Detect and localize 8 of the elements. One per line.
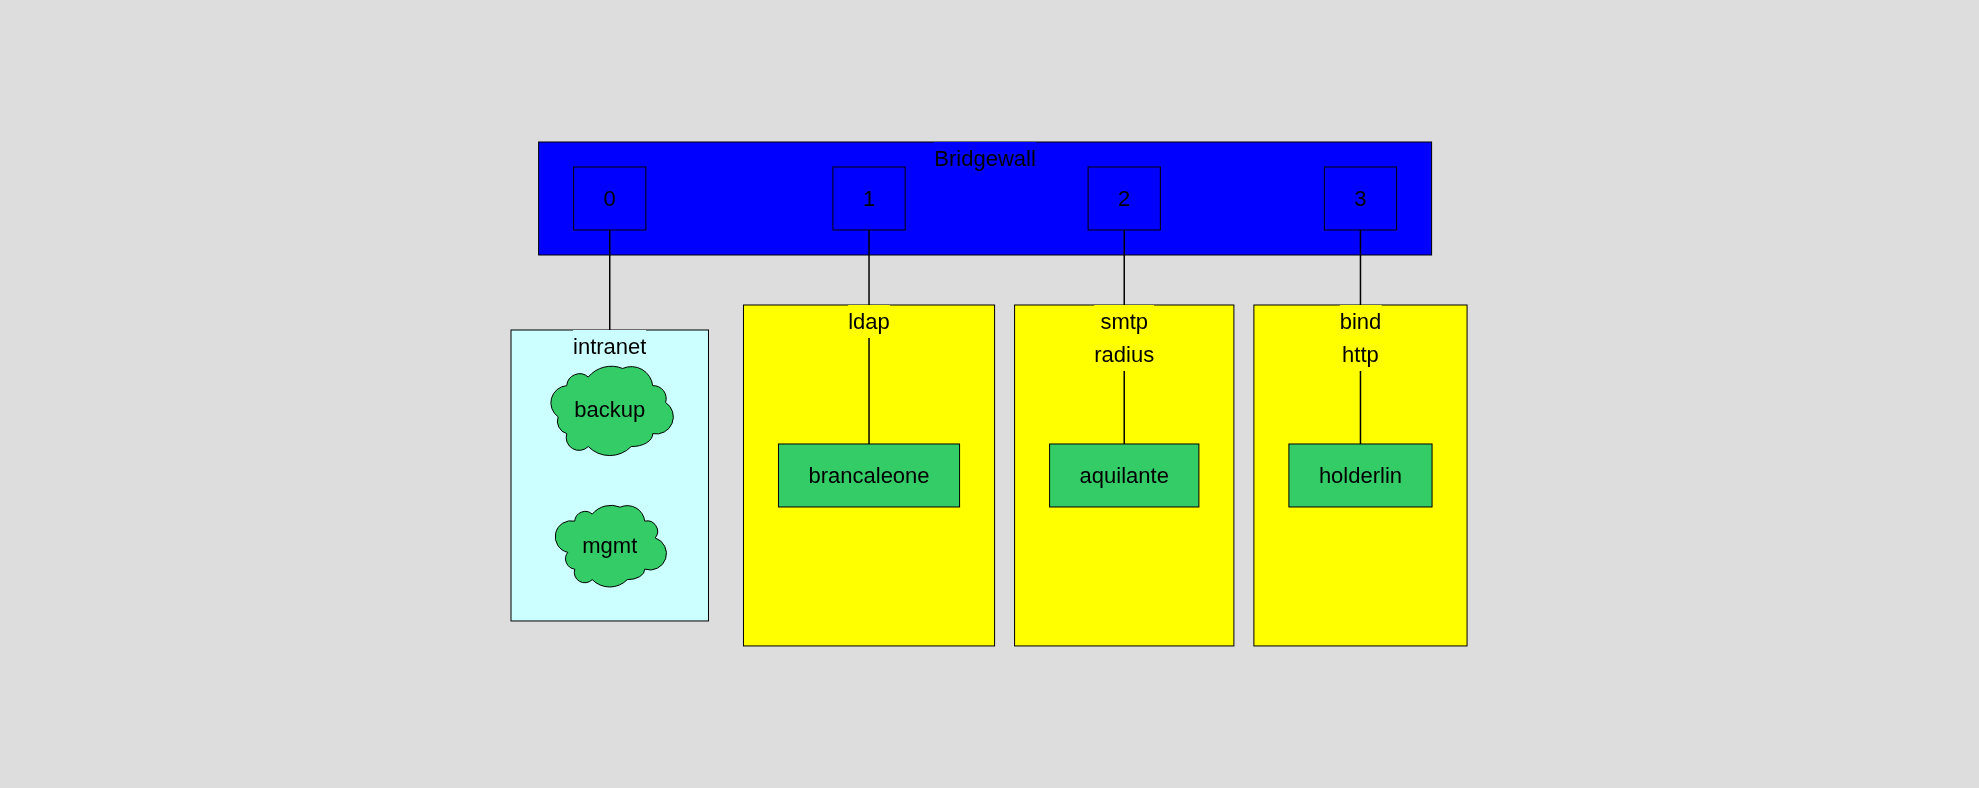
node-box: holderlin — [1288, 443, 1434, 508]
node-box: brancaleone — [778, 443, 961, 508]
connector — [609, 229, 611, 331]
node-box: 1 — [832, 166, 907, 231]
node-box: 2 — [1088, 166, 1162, 231]
node-box: 3 — [1324, 166, 1398, 231]
node-box: 0 — [573, 166, 647, 231]
node-box: aquilante — [1049, 443, 1200, 508]
